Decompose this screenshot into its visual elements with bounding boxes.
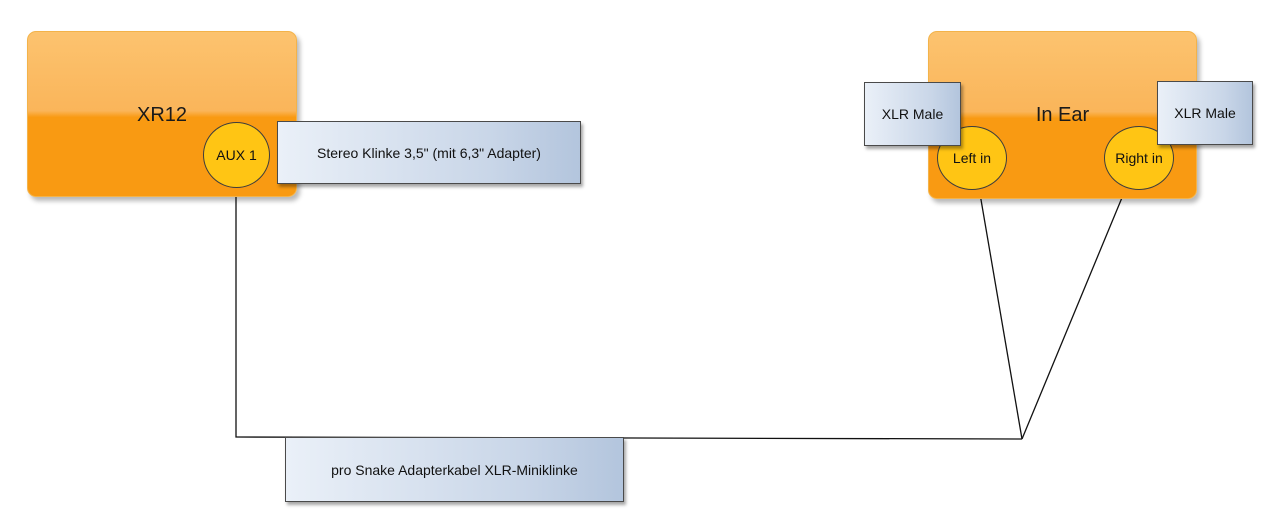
aux1-port: AUX 1 [203, 122, 270, 188]
snake-cable-label: pro Snake Adapterkabel XLR-Miniklinke [285, 437, 624, 502]
stereo-klinke-label: Stereo Klinke 3,5" (mit 6,3" Adapter) [277, 121, 581, 184]
left-in-port: Left in [937, 126, 1007, 190]
cable-wire-left [978, 187, 1023, 440]
xlr-male-right-label: XLR Male [1157, 81, 1253, 145]
right-in-port-label: Right in [1115, 150, 1163, 166]
xr12-title: XR12 [136, 104, 188, 126]
xlr-male-left-label: XLR Male [864, 82, 961, 146]
left-in-port-label: Left in [952, 150, 992, 166]
cable-wire-aux [235, 188, 1023, 440]
aux1-port-label: AUX 1 [216, 147, 257, 163]
in-ear-title: In Ear [1035, 104, 1090, 126]
cable-wire-right [1021, 187, 1127, 440]
